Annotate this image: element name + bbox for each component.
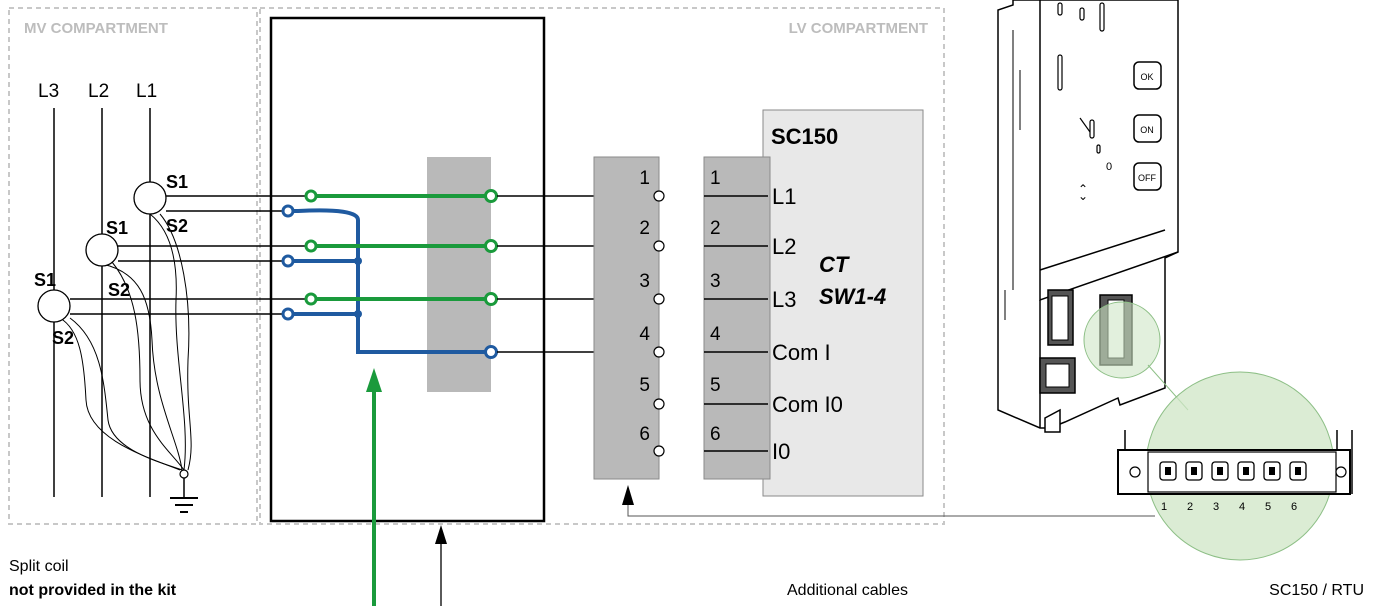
sc150-module: SC150 CT SW1-4 (762, 109, 924, 497)
off-button-icon: OFF (1133, 162, 1162, 191)
additional-cables-caption: Additional cables (787, 582, 908, 599)
on-button-label: ON (1140, 125, 1154, 135)
sc150-number-2: 2 (710, 218, 721, 239)
sc150-signal-com-i: Com I (772, 340, 831, 365)
svg-text:0: 0 (1106, 161, 1112, 173)
ct-secondary-wires (70, 195, 306, 315)
zoom-highlight (1083, 301, 1335, 561)
sc150-signal-i0: I0 (772, 439, 790, 464)
lv-compartment-label: LV COMPARTMENT (789, 20, 928, 37)
ground-symbol (170, 469, 198, 513)
sw-switch-label: SW1-4 (819, 284, 886, 309)
green-cable-arrow (366, 368, 382, 606)
sc150-signal-l2: L2 (772, 234, 796, 259)
blue-junction-1 (354, 257, 362, 265)
ct-switch-label: CT (819, 252, 850, 277)
sc150-terminal-block: 1 2 3 4 5 6 L1 L2 L3 Com I Com I0 I0 (703, 156, 843, 480)
lv-terminal-block: 1 2 3 4 5 6 (593, 156, 665, 480)
ct-l2-s2-label: S2 (108, 280, 130, 300)
wire-terminals (281, 189, 498, 359)
sc150-signal-com-i0: Com I0 (772, 392, 843, 417)
sc150-number-3: 3 (710, 271, 721, 292)
ok-button-icon: OK (1133, 61, 1162, 90)
split-coil-caption: Split coil (9, 558, 69, 575)
phase-label-l1: L1 (136, 81, 157, 102)
ct-l3-s2-label: S2 (52, 328, 74, 348)
connector-pin-3: 3 (1213, 501, 1219, 513)
sc150-signal-l3: L3 (772, 287, 796, 312)
connector-pin-2: 2 (1187, 501, 1193, 513)
internal-terminal-strip (427, 157, 491, 392)
ct-l3-s1-label: S1 (34, 270, 56, 290)
ct-ground-leads (59, 213, 192, 471)
sc150-number-1: 1 (710, 168, 721, 189)
additional-cable-pointer (622, 485, 1155, 517)
sc150-number-5: 5 (710, 375, 721, 396)
svg-text:⌃: ⌃ (1078, 182, 1088, 196)
phase-label-l3: L3 (38, 81, 59, 102)
ok-button-label: OK (1140, 72, 1153, 82)
svg-text:⌄: ⌄ (1078, 189, 1088, 203)
zoomed-connector: 1 2 3 4 5 6 (1117, 430, 1353, 513)
not-provided-caption: not provided in the kit (9, 582, 177, 599)
connector-pin-1: 1 (1161, 501, 1167, 513)
sc150-device: ⌃ ⌄ 0 OK ON OFF (997, 0, 1179, 433)
off-button-label: OFF (1138, 173, 1156, 183)
sc150-number-6: 6 (710, 424, 721, 445)
terminal-number-1: 1 (639, 168, 650, 189)
terminal-number-3: 3 (639, 271, 650, 292)
ct-l2-s1-label: S1 (106, 218, 128, 238)
lv-compartment-border (259, 7, 945, 525)
enclosure-arrow (435, 525, 447, 606)
blue-junction-2 (354, 310, 362, 318)
enclosure-box (269, 16, 546, 523)
ct-coil-l2: S1 S2 (85, 218, 130, 300)
mv-compartment-label: MV COMPARTMENT (24, 20, 168, 37)
sc150-rtu-caption: SC150 / RTU (1269, 582, 1364, 599)
phase-conductors: L3 L2 L1 (38, 81, 157, 497)
phase-label-l2: L2 (88, 81, 109, 102)
ct-l1-s2-label: S2 (166, 216, 188, 236)
terminal-number-5: 5 (639, 375, 650, 396)
sc150-number-4: 4 (710, 324, 721, 345)
connector-pin-6: 6 (1291, 501, 1297, 513)
terminal-number-6: 6 (639, 424, 650, 445)
ct-coil-l1: S1 S2 (133, 172, 188, 236)
terminal-number-4: 4 (639, 324, 650, 345)
terminal-number-2: 2 (639, 218, 650, 239)
ct-coil-l3: S1 S2 (34, 270, 74, 348)
connector-pin-5: 5 (1265, 501, 1271, 513)
sc150-title: SC150 (771, 124, 838, 149)
ct-l1-s1-label: S1 (166, 172, 188, 192)
mv-compartment-border (8, 7, 258, 525)
on-button-icon: ON (1133, 114, 1162, 143)
connector-pin-4: 4 (1239, 501, 1245, 513)
green-phase-wires (311, 194, 491, 301)
blue-common-wires (293, 208, 491, 354)
sc150-signal-l1: L1 (772, 184, 796, 209)
